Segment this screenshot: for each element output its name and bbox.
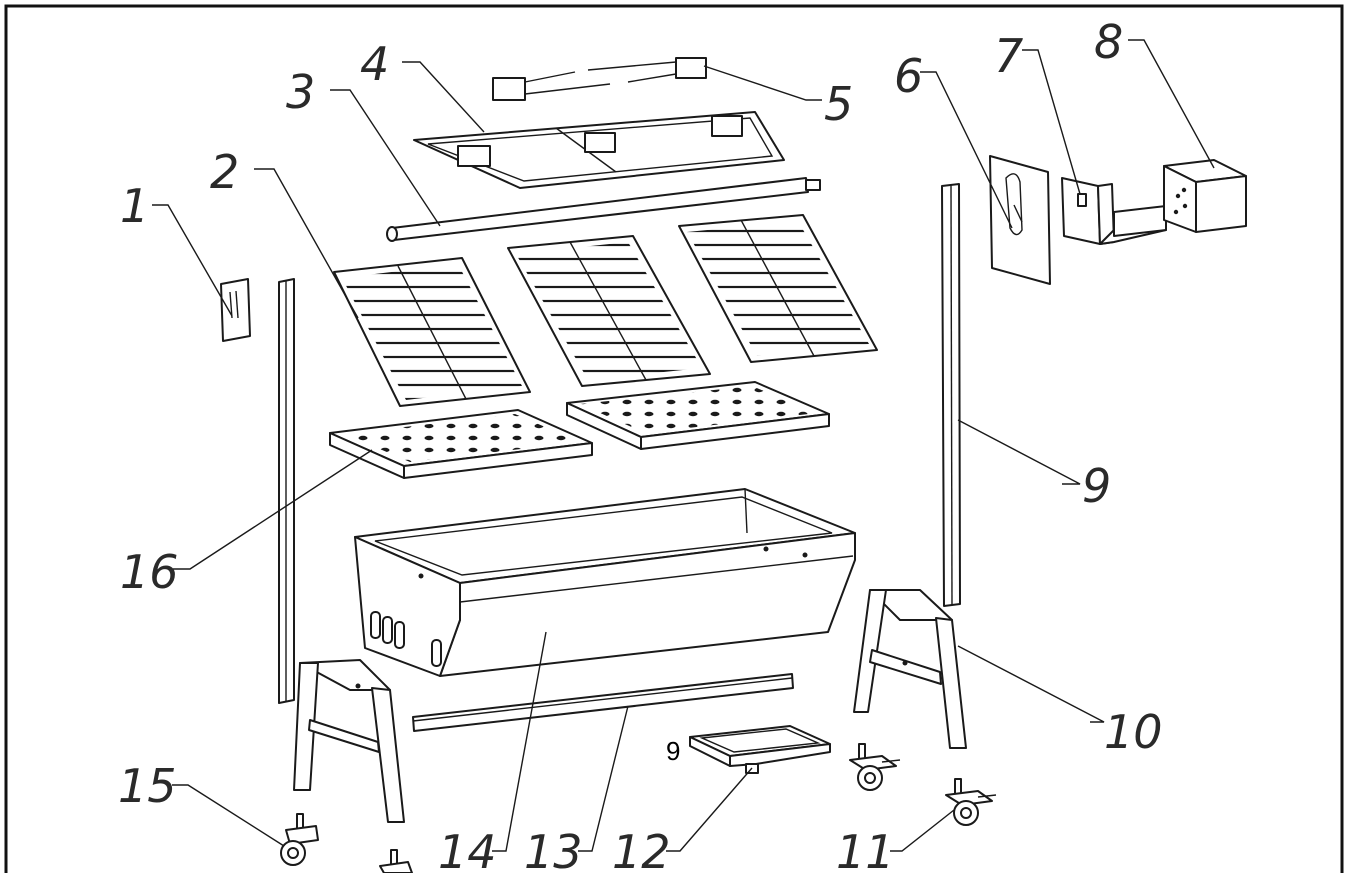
part-11-caster [945, 778, 997, 826]
callout-15: 15 [118, 759, 177, 813]
part-13-cross-bar [412, 673, 794, 732]
callout-10: 10 [1104, 705, 1163, 759]
charcoal-tray-right [566, 381, 830, 450]
part-10-leg-frame-left [293, 659, 405, 823]
part-7-motor-bracket [1061, 177, 1167, 245]
callout-16: 16 [120, 545, 179, 599]
leader-lines [152, 39, 1215, 852]
part-6-bracket-plate [989, 155, 1051, 285]
callout-14: 14 [438, 825, 497, 873]
callout-12: 12 [612, 825, 671, 873]
part-15-caster [280, 813, 319, 866]
callout-3: 3 [286, 65, 315, 119]
grill-grate-middle [507, 235, 711, 387]
callout-7: 7 [994, 29, 1023, 83]
callout-8: 8 [1094, 15, 1123, 69]
caster-bottom-partial [379, 849, 413, 873]
part-1-plate [220, 278, 251, 342]
part-5-rotisserie-rods [492, 57, 707, 101]
part-16-charcoal-tray-left [329, 409, 593, 479]
callout-5: 5 [824, 77, 853, 131]
callout-2: 2 [210, 145, 239, 199]
part-2-grill-grate-left [333, 257, 531, 407]
part-3-spit-bar [386, 177, 821, 242]
part-12-ash-drawer [689, 725, 831, 774]
left-upright-post [278, 278, 295, 704]
callout-labels: 1 2 3 4 5 6 7 8 9 10 11 12 13 14 15 16 9 [118, 15, 1163, 873]
diagram-frame [4, 4, 1344, 873]
callout-4: 4 [360, 37, 389, 91]
part-9-right-upright-post [941, 183, 961, 607]
callout-6: 6 [894, 49, 923, 103]
callout-11: 11 [836, 825, 895, 873]
stray-label-9: 9 [666, 736, 680, 766]
part-4-spit-frame [413, 111, 785, 189]
caster-center [849, 743, 901, 791]
callout-1: 1 [120, 179, 149, 233]
leg-frame-right [853, 589, 967, 749]
part-8-motor-box [1163, 159, 1247, 233]
callout-9: 9 [1082, 459, 1111, 513]
part-14-firebox-body [354, 488, 856, 677]
callout-13: 13 [524, 825, 583, 873]
grill-grate-right [678, 214, 878, 363]
